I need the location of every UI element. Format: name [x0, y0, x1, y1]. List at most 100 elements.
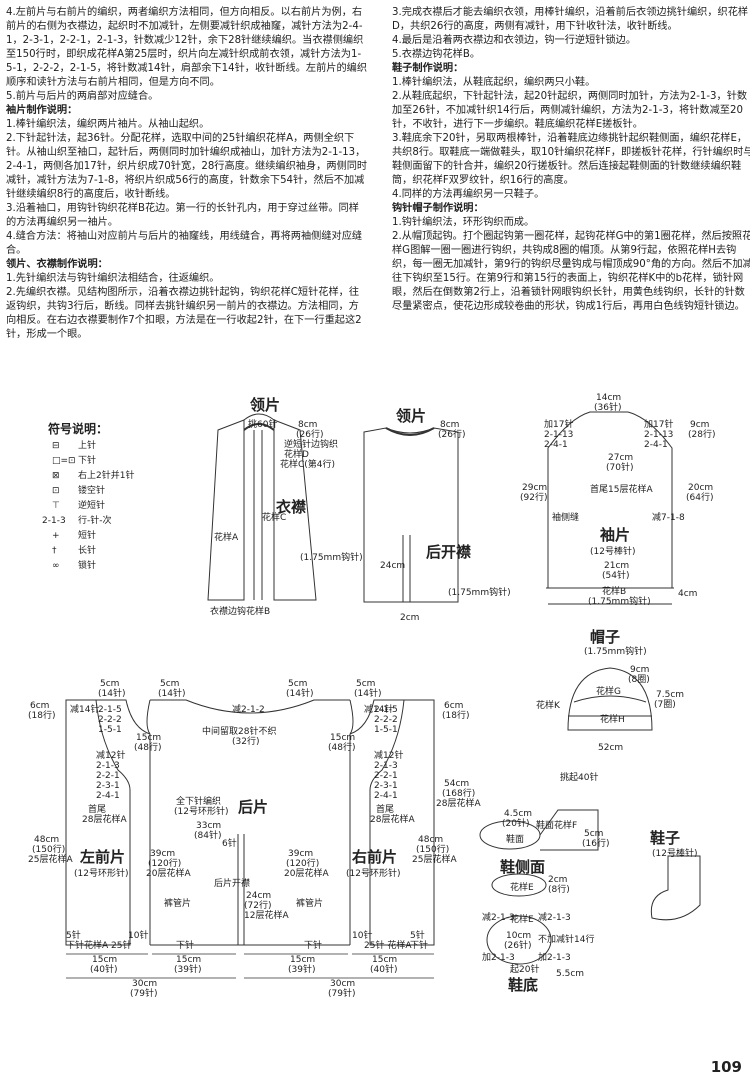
- hat-side-cm: 7.5cm: [656, 690, 684, 700]
- sleeve-needle: (12号棒针): [590, 545, 635, 557]
- hat-title: 帽子: [590, 628, 620, 646]
- lf-28: 28层花样A: [82, 813, 127, 825]
- legend-item-label: 下针: [78, 454, 96, 466]
- down-mid-r: 下针: [304, 939, 322, 951]
- page-number: 109: [710, 1058, 742, 1076]
- sleeve-flower: 首尾15层花样A: [590, 483, 653, 495]
- instruction-paragraph: 2.下针起针法，起36针。分配花样，选取中间的25针编织花样A，两侧全织下针。从…: [6, 133, 368, 200]
- rules-l3: 1-5-1: [98, 725, 122, 735]
- bottom-l-st: (40针): [90, 963, 117, 975]
- sleeve-name: 袖片: [600, 526, 630, 544]
- legend-glyph-icon: ⊤: [52, 501, 60, 511]
- total-l-st: (79针): [130, 987, 157, 999]
- instruction-paragraph: 1.棒针编织法，从鞋底起织，编织两只小鞋。: [392, 77, 596, 88]
- shoe-title: 鞋子: [650, 829, 680, 847]
- center-20: 20层花样A: [146, 867, 191, 879]
- left-shoulder-st: (14针): [98, 687, 125, 699]
- instruction-paragraph: 1.先针编织法与钩针编织法相结合，往返编织。: [6, 273, 220, 284]
- shoe-face: 鞋面: [506, 833, 524, 845]
- back-w: 33cm: [196, 821, 221, 831]
- lf-25: 25层花样A: [28, 853, 73, 865]
- lf-first: 首尾: [88, 803, 106, 815]
- hat-flower-k: 花样K: [536, 699, 561, 711]
- legend-title: 符号说明：: [48, 421, 108, 436]
- collar-back-cm: 8cm: [440, 420, 459, 430]
- sleeve-bottom-cm: 21cm: [604, 561, 629, 571]
- down-mid-l: 下针: [176, 939, 194, 951]
- slit-pat: 12层花样A: [244, 909, 289, 921]
- rules-l1: 2-1-5: [98, 705, 122, 715]
- shoe-up-tag: 挑起40针: [560, 771, 598, 783]
- bottom-r-st: (40针): [370, 963, 397, 975]
- instruction-paragraph: 4.缝合方法：将袖山对应前片与后片的袖窿线，用线缝合，再将两袖侧缝对应缝合。: [6, 231, 363, 256]
- body-diagram: [65, 699, 435, 946]
- hat-top-rows: (8圈): [628, 674, 650, 685]
- collar-front-title: 领片: [249, 396, 280, 414]
- sleeve-side-cm: 9cm: [690, 420, 709, 430]
- instruction-paragraph: 5.前片与后片的两肩部对应缝合。: [6, 91, 159, 102]
- sleeve-rule2-r: 2-4-1: [644, 440, 668, 450]
- sleeve-dec: 减7-1-8: [652, 511, 685, 523]
- hat-flower-g: 花样G: [596, 685, 621, 697]
- shoe-sole-len: 5.5cm: [556, 969, 584, 979]
- rules-r2: 2-2-2: [374, 715, 398, 725]
- r1: 2-1-3: [96, 761, 120, 771]
- sleeve-cuff-needle: (1.75mm钩针): [588, 595, 651, 607]
- right-shoulder-cm: 5cm: [356, 679, 375, 689]
- rf-h: 48cm: [418, 835, 443, 845]
- bottom-ml-st: (39针): [174, 963, 201, 975]
- neck-left-cm: 5cm: [160, 679, 179, 689]
- neck-left-st: (14针): [158, 687, 185, 699]
- sleeve-cuff-h: 4cm: [678, 589, 697, 599]
- shoe-side-h: 2cm: [548, 875, 567, 885]
- rf-25: 25层花样A: [412, 853, 457, 865]
- bottom-l-cm: 15cm: [92, 955, 117, 965]
- sleeve-rule2: 2-4-1: [544, 440, 568, 450]
- shoe-side-w: 5cm: [584, 829, 603, 839]
- back-w-st: (84针): [194, 829, 221, 841]
- armhole-h-cm-r: 6cm: [444, 701, 463, 711]
- sleeve-right-rows: (64行): [686, 491, 713, 503]
- sleeve-rule1-r: 2-1-13: [644, 430, 673, 440]
- sleeve-plus17: 加17针: [544, 418, 573, 430]
- legend-item-label: 短针: [78, 529, 96, 541]
- collar-front-pattern: 花样D: [284, 448, 309, 460]
- shoe-diagram: [479, 809, 701, 965]
- skirt-l: 裤管片: [164, 897, 191, 909]
- lf-h-rows: (150行): [32, 843, 65, 855]
- instruction-paragraph: 4.左前片与右前片的编织，两者编织方法相同，但方向相反。以右前片为例，右前片的右…: [6, 7, 368, 88]
- armhole-h-cm: 6cm: [30, 701, 49, 711]
- sleeve-rule1: 2-1-13: [544, 430, 573, 440]
- shoe-toe-rows: (20针): [502, 817, 529, 829]
- shoe-sole-cm: 10cm: [506, 931, 531, 941]
- sleeve-top-st: (36针): [594, 401, 621, 413]
- lf-bottom-down: 下针: [66, 939, 84, 951]
- shoe-face-f: 鞋面花样F: [536, 819, 577, 831]
- shoe-start: 起20针: [510, 963, 539, 975]
- center-h: 39cm: [150, 849, 175, 859]
- rules-r1: 2-1-5: [374, 705, 398, 715]
- back-pattern: 全下针编织: [176, 795, 221, 807]
- shoe-side-hr: (8行): [548, 883, 570, 895]
- sleeve-side-seam: 袖侧缝: [552, 511, 579, 523]
- sleeve-right-cm: 20cm: [688, 483, 713, 493]
- legend-item-label: 上针: [78, 439, 96, 451]
- rf-bottom-5: 5针: [410, 929, 425, 941]
- hat-needle: (1.75mm钩针): [584, 645, 647, 657]
- instructions-right-column: 3.完成衣襟后才能去编织衣领，用棒针编织，沿着前后衣领边挑针编织，织花样D，共织…: [392, 6, 750, 314]
- rf-bottom-down: 下针: [410, 939, 428, 951]
- hat-flower-h: 花样H: [600, 713, 625, 725]
- r2: 2-2-1: [96, 771, 120, 781]
- collar-back-width: 2cm: [400, 613, 419, 623]
- collar-front-diagram: [207, 413, 317, 601]
- collar-front-jin: 衣襟: [276, 498, 306, 516]
- bottom-mr-st: (39针): [288, 963, 315, 975]
- instruction-paragraph: 4.最后是沿着两衣襟边和衣领边，钩一行逆短针锁边。: [392, 35, 637, 46]
- instruction-paragraph: 1.钩针编织法，环形钩织而成。: [392, 217, 535, 228]
- bottom-r-cm: 15cm: [372, 955, 397, 965]
- hat-top-cm: 9cm: [630, 665, 649, 675]
- sleeve-side-rows: (28行): [688, 428, 715, 440]
- sleeve-bottom-st: (54针): [602, 569, 629, 581]
- shoe-minus-l: 减2-1-3: [482, 911, 515, 923]
